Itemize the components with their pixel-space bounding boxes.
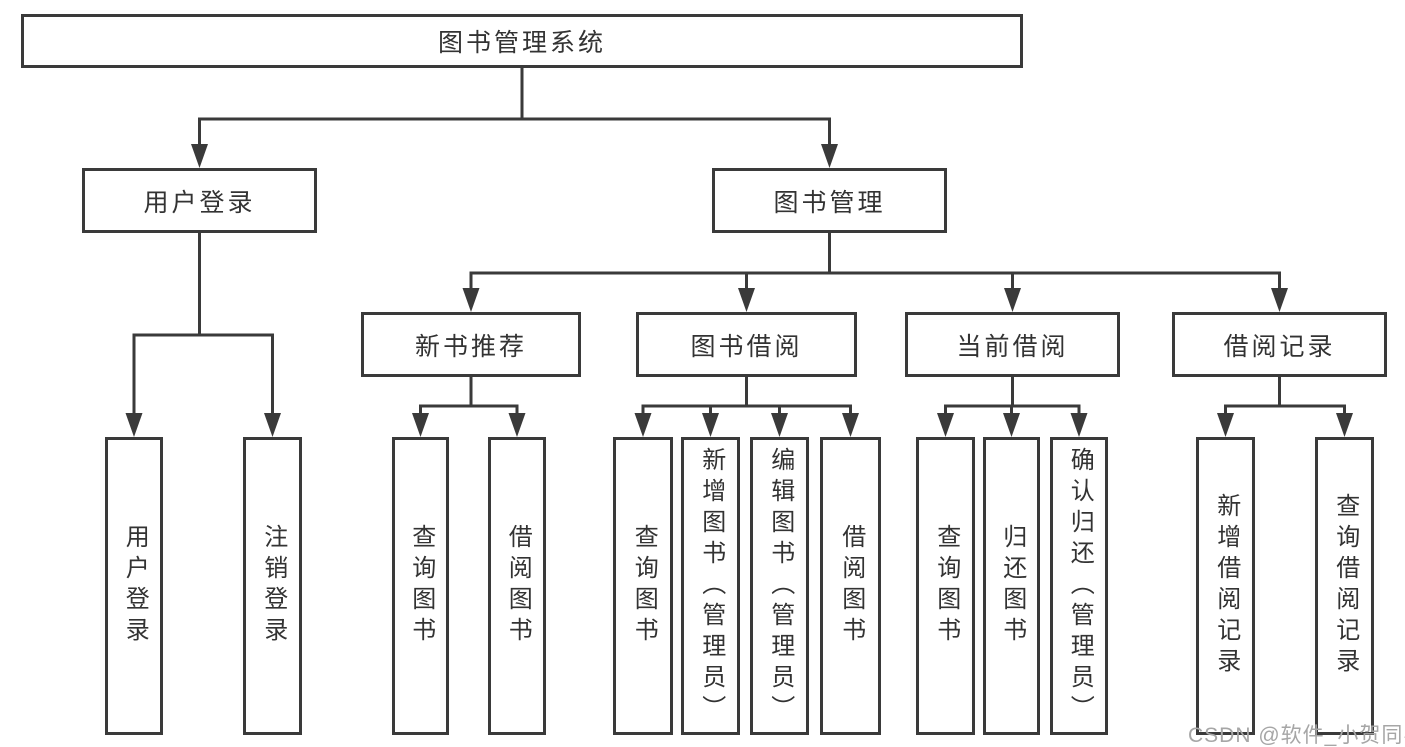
leaf-query-books-recommend: 查询图书 xyxy=(392,437,449,735)
node-label: 借阅记录 xyxy=(1223,332,1336,361)
arrowhead-icon xyxy=(1271,288,1288,312)
arrowhead-icon xyxy=(1070,413,1088,437)
arrowhead-icon xyxy=(264,413,281,437)
leaf-query-books-borrowing: 查询图书 xyxy=(613,437,673,735)
node-current-borrowing: 当前借阅 xyxy=(905,312,1120,377)
leaf-label: 查询图书 xyxy=(407,524,435,648)
arrowhead-icon xyxy=(1217,413,1234,437)
node-user-login: 用户登录 xyxy=(82,168,317,233)
arrowhead-icon xyxy=(937,413,954,437)
arrowhead-icon xyxy=(738,288,755,312)
arrowhead-icon xyxy=(842,413,859,437)
leaf-label: 注销登录 xyxy=(259,524,287,648)
node-label: 当前借阅 xyxy=(956,332,1069,361)
arrowhead-icon xyxy=(702,413,719,437)
leaf-borrow-books-recommend: 借阅图书 xyxy=(488,437,546,735)
arrowhead-icon xyxy=(1003,413,1020,437)
node-library-management-system: 图书管理系统 xyxy=(21,14,1023,68)
leaf-confirm-return-admin: 确认归还（管理员） xyxy=(1050,437,1108,735)
leaf-logout: 注销登录 xyxy=(243,437,302,735)
node-label: 用户登录 xyxy=(143,188,256,217)
node-label: 图书管理系统 xyxy=(437,29,606,57)
leaf-label: 新增借阅记录 xyxy=(1212,493,1240,679)
leaf-edit-book-admin: 编辑图书（管理员） xyxy=(750,437,809,735)
arrowhead-icon xyxy=(1004,288,1021,312)
node-new-book-recommend: 新书推荐 xyxy=(361,312,581,377)
leaf-label: 新增图书（管理员） xyxy=(697,446,725,726)
leaf-label: 借阅图书 xyxy=(504,524,532,648)
arrowhead-icon xyxy=(1336,413,1353,437)
leaf-label: 借阅图书 xyxy=(837,524,865,648)
node-borrowing-records: 借阅记录 xyxy=(1172,312,1387,377)
arrowhead-icon xyxy=(412,413,429,437)
leaf-label: 查询图书 xyxy=(630,524,658,648)
node-label: 图书借阅 xyxy=(690,332,803,361)
leaf-add-book-admin: 新增图书（管理员） xyxy=(681,437,740,735)
arrowhead-icon xyxy=(508,413,526,437)
leaf-label: 确认归还（管理员） xyxy=(1066,446,1094,726)
leaf-label: 归还图书 xyxy=(998,524,1026,648)
node-book-management: 图书管理 xyxy=(712,168,947,233)
leaf-add-borrow-record: 新增借阅记录 xyxy=(1196,437,1255,735)
leaf-label: 用户登录 xyxy=(121,524,149,648)
csdn-watermark: CSDN @软件_小贺同学 xyxy=(1188,724,1405,747)
leaf-label: 编辑图书（管理员） xyxy=(766,446,794,726)
leaf-query-books-current: 查询图书 xyxy=(916,437,975,735)
node-label: 图书管理 xyxy=(773,188,886,217)
arrowhead-icon xyxy=(462,288,480,312)
arrowhead-icon xyxy=(634,413,652,437)
arrowhead-icon xyxy=(821,144,838,168)
leaf-borrow-books: 借阅图书 xyxy=(820,437,881,735)
arrowhead-icon xyxy=(191,144,208,168)
leaf-label: 查询图书 xyxy=(932,524,960,648)
leaf-return-book: 归还图书 xyxy=(983,437,1040,735)
arrowhead-icon xyxy=(125,413,143,437)
leaf-label: 查询借阅记录 xyxy=(1331,493,1359,679)
arrowhead-icon xyxy=(771,413,788,437)
leaf-query-borrow-record: 查询借阅记录 xyxy=(1315,437,1374,735)
leaf-user-login: 用户登录 xyxy=(105,437,163,735)
node-label: 新书推荐 xyxy=(414,332,527,361)
node-book-borrowing: 图书借阅 xyxy=(636,312,857,377)
